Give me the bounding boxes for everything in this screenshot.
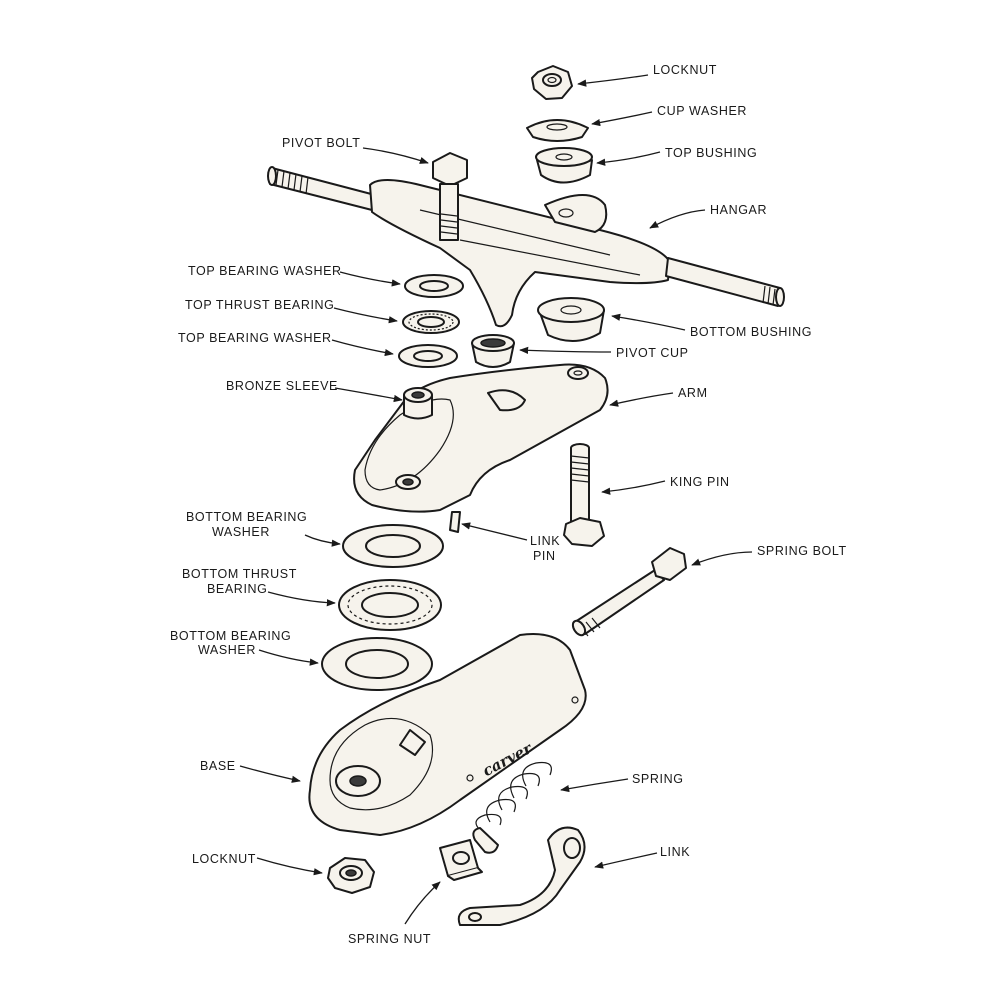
label-bottom-bearing-washer-1-line2: WASHER (212, 525, 270, 539)
top-bearing-washer-1-part (404, 274, 464, 298)
label-spring: SPRING (632, 772, 684, 786)
label-link-pin-line1: LINK (530, 534, 560, 548)
label-top-bushing: TOP BUSHING (665, 146, 757, 160)
spring-bolt-part (571, 547, 687, 637)
label-bottom-thrust-bearing-line2: BEARING (207, 582, 267, 596)
pivot-cup-part (471, 334, 515, 368)
bottom-locknut-part (327, 857, 375, 894)
label-bottom-bearing-washer-1-line1: BOTTOM BEARING (186, 510, 307, 524)
label-locknut-top: LOCKNUT (653, 63, 717, 77)
label-hangar: HANGAR (710, 203, 767, 217)
label-base: BASE (200, 759, 236, 773)
leader-lines (239, 74, 753, 925)
link-part (457, 826, 586, 926)
spring-nut-part (439, 839, 483, 881)
bottom-bearing-washer-2-part (321, 637, 433, 691)
label-spring-nut: SPRING NUT (348, 932, 431, 946)
pivot-bolt-part (432, 152, 468, 241)
label-spring-bolt: SPRING BOLT (757, 544, 847, 558)
top-bearing-washer-2-part (398, 344, 458, 368)
top-thrust-bearing-part (402, 310, 460, 334)
top-locknut-part (531, 65, 573, 100)
label-top-bearing-washer-2: TOP BEARING WASHER (178, 331, 332, 345)
label-arm: ARM (678, 386, 708, 400)
label-link-pin-line2: PIN (533, 549, 556, 563)
top-bushing-part (535, 147, 593, 184)
label-bottom-bushing: BOTTOM BUSHING (690, 325, 812, 339)
label-bottom-thrust-bearing-line1: BOTTOM THRUST (182, 567, 297, 581)
label-link: LINK (660, 845, 690, 859)
label-cup-washer: CUP WASHER (657, 104, 747, 118)
hangar-part (267, 166, 785, 328)
label-pivot-cup: PIVOT CUP (616, 346, 689, 360)
label-pivot-bolt: PIVOT BOLT (282, 136, 360, 150)
base-part: carver (308, 633, 587, 836)
arm-part (353, 363, 609, 533)
bottom-thrust-bearing-part (338, 579, 442, 631)
cup-washer-part (526, 119, 589, 142)
label-top-thrust-bearing: TOP THRUST BEARING (185, 298, 335, 312)
bottom-bearing-washer-1-part (342, 524, 444, 568)
bottom-bushing-part (537, 297, 605, 342)
label-top-bearing-washer-1: TOP BEARING WASHER (188, 264, 342, 278)
label-locknut-bottom: LOCKNUT (192, 852, 256, 866)
king-pin-part (563, 443, 605, 547)
spring-part (472, 761, 552, 854)
label-bottom-bearing-washer-2-line2: WASHER (198, 643, 256, 657)
label-king-pin: KING PIN (670, 475, 730, 489)
label-bronze-sleeve: BRONZE SLEEVE (226, 379, 338, 393)
label-bottom-bearing-washer-2-line1: BOTTOM BEARING (170, 629, 291, 643)
